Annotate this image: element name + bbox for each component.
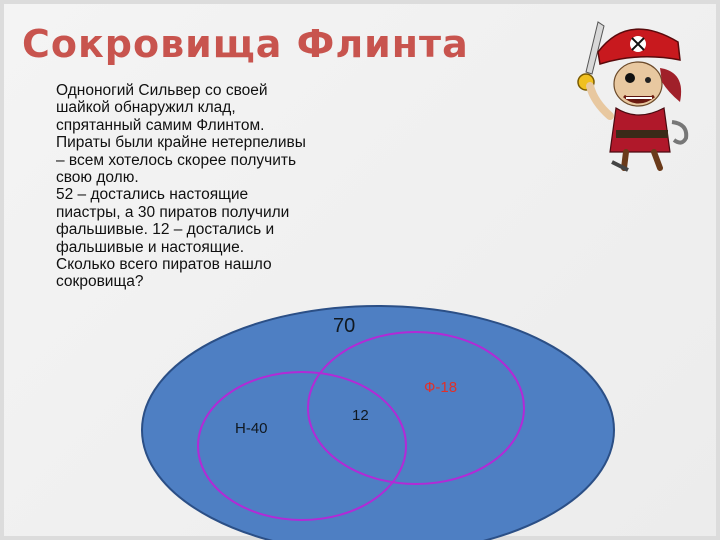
genuine-label: Н-40 — [235, 420, 268, 437]
slide-title: Сокровища Флинта — [22, 22, 469, 66]
problem-text: Одноногий Сильвер со своей шайкой обнару… — [56, 82, 386, 291]
total-label: 70 — [333, 315, 355, 337]
paragraph-question: Сколько всего пиратов нашло сокровища? — [56, 256, 272, 291]
pirate-mascot-image — [577, 21, 689, 172]
overlap-label: 12 — [352, 407, 369, 424]
counterfeit-label: Ф-18 — [424, 379, 457, 396]
genuine-set-circle — [197, 371, 407, 521]
paragraph-intro: Одноногий Сильвер со своей шайкой обнару… — [56, 82, 306, 187]
outer-set-ellipse — [141, 305, 615, 540]
paragraph-data: 52 – достались настоящие пиастры, а 30 п… — [56, 186, 290, 256]
counterfeit-set-circle — [307, 331, 525, 485]
